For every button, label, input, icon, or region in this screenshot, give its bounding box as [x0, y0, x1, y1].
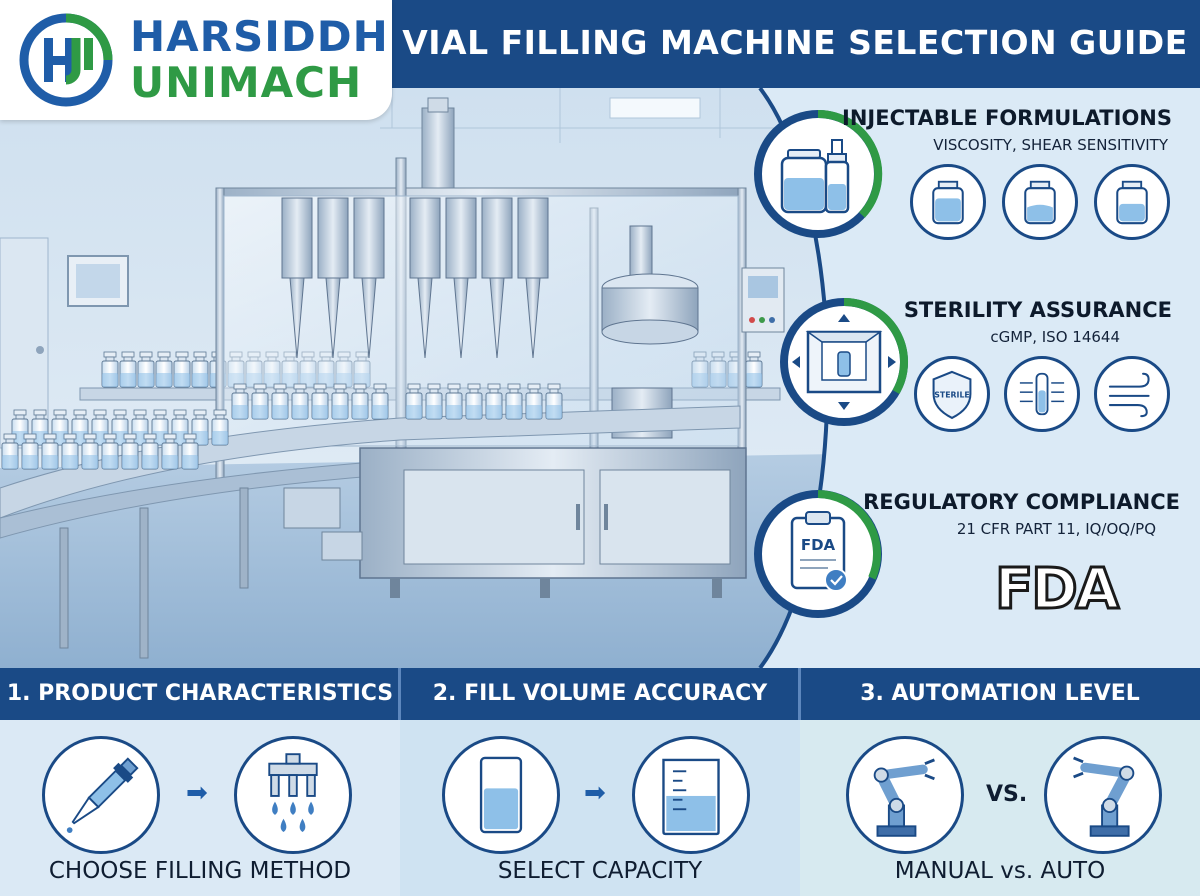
step-title-1: 1. PRODUCT CHARACTERISTICS: [6, 681, 394, 706]
fda-logo: FDA: [966, 556, 1146, 624]
step-title-3: 3. AUTOMATION LEVEL: [860, 681, 1140, 706]
vial-low-icon: [1094, 164, 1170, 240]
brand-name-line2: UNIMACH: [130, 58, 363, 107]
step-divider: [398, 668, 401, 720]
robot-arm-icon: [846, 736, 964, 854]
step-caption-3: MANUAL vs. AUTO: [894, 858, 1106, 884]
factor-subheading-sterility: cGMP, ISO 14644: [990, 328, 1120, 346]
vials-icon: [780, 139, 850, 214]
filling-machine-illustration: [0, 88, 1200, 668]
step-divider: [798, 668, 801, 720]
brand-name-line1: HARSIDDH: [130, 12, 389, 61]
pipette-icon: [42, 736, 160, 854]
beaker-icon: [442, 736, 560, 854]
arrow-right-icon: ➡: [186, 778, 208, 808]
step-title-2: 2. FILL VOLUME ACCURACY: [432, 681, 768, 706]
step-caption-1: CHOOSE FILLING METHOD: [48, 858, 352, 884]
air-flow-icon: [1094, 356, 1170, 432]
factor-subheading-injectable: VISCOSITY, SHEAR SENSITIVITY: [933, 136, 1168, 154]
vial-half-icon: [1002, 164, 1078, 240]
sterility-badge: [778, 296, 910, 428]
factor-heading-injectable: INJECTABLE FORMULATIONS: [842, 106, 1172, 130]
harsiddh-unimach-logo-icon: [19, 13, 113, 107]
step-caption-2: SELECT CAPACITY: [497, 858, 703, 884]
page-title: VIAL FILLING MACHINE SELECTION GUIDE: [402, 23, 1188, 62]
brand-logo: HARSIDDH UNIMACH: [0, 0, 392, 120]
fda-clipboard-icon: FDA: [790, 511, 848, 592]
steps-bar: [0, 668, 1200, 720]
sterile-shield-text: STERILE: [934, 391, 970, 400]
arrow-right-icon: ➡: [584, 778, 606, 808]
robot-arm-auto-icon: [1044, 736, 1162, 854]
measuring-cup-icon: [632, 736, 750, 854]
factor-subheading-regulatory: 21 CFR PART 11, IQ/OQ/PQ: [956, 520, 1156, 538]
factor-heading-regulatory: REGULATORY COMPLIANCE: [863, 490, 1180, 514]
laminar-flow-icon: [1004, 356, 1080, 432]
cleanroom-icon: [792, 314, 896, 410]
factor-heading-sterility: STERILITY ASSURANCE: [903, 298, 1172, 322]
injectable-badge: [752, 108, 884, 240]
regulatory-badge: FDA: [752, 488, 884, 620]
vs-label: VS.: [986, 782, 1028, 807]
filling-nozzle-icon: [234, 736, 352, 854]
fda-logo-text: FDA: [995, 557, 1120, 616]
vial-full-icon: [910, 164, 986, 240]
sterile-shield-icon: STERILE: [914, 356, 990, 432]
fda-badge-text: FDA: [801, 536, 836, 554]
